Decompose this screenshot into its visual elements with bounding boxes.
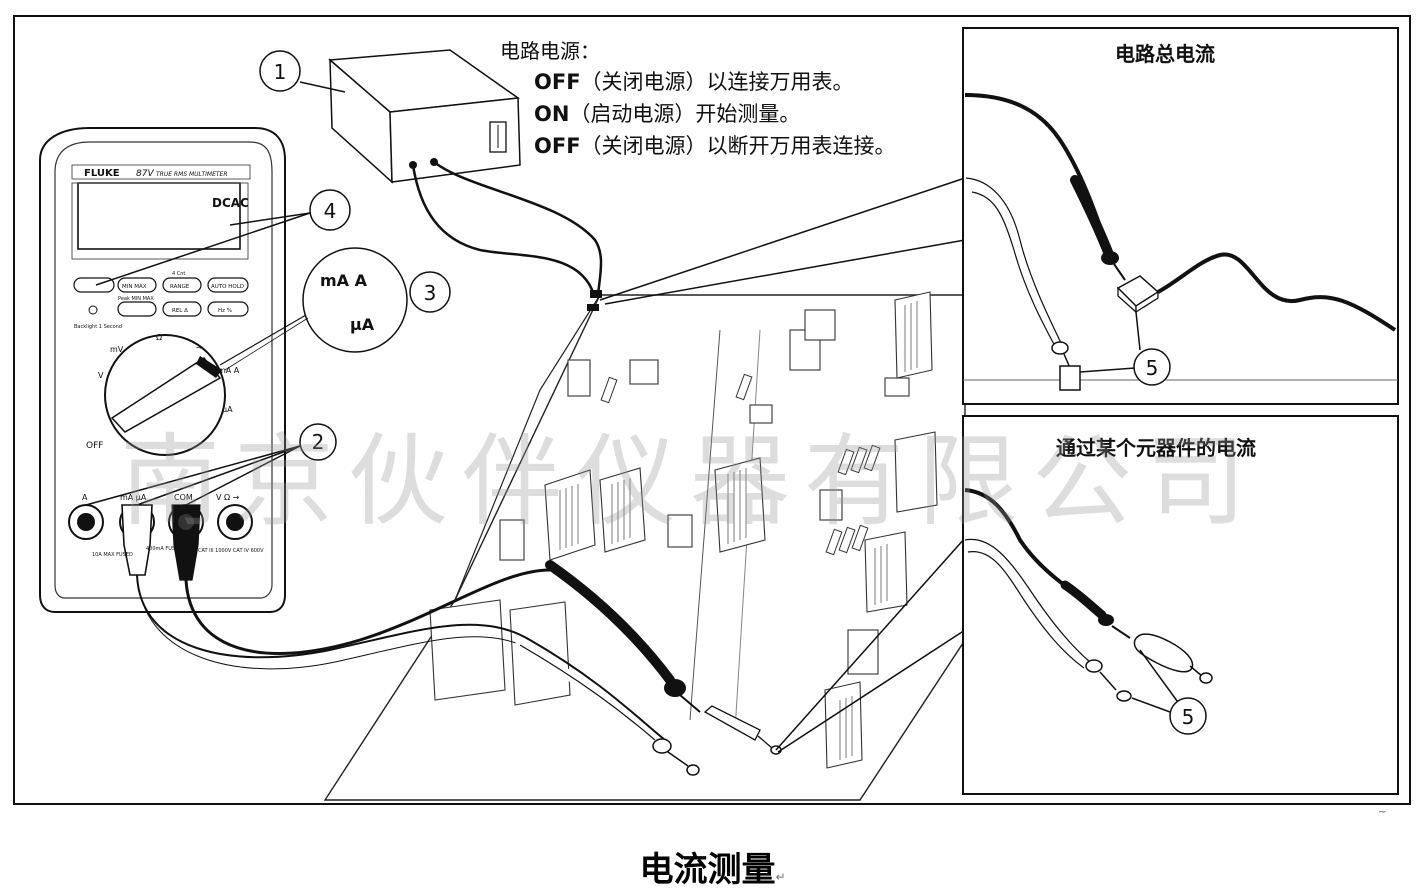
panel-total-current [962, 27, 1399, 405]
callout-4-label: 4 [324, 199, 337, 223]
multimeter [39, 127, 286, 613]
step-1-keyword: OFF [534, 70, 581, 94]
callout-3-label: 3 [424, 281, 437, 305]
callout-5b-label: 5 [1182, 705, 1195, 729]
meter-backlight-note: Backlight 1 Second [74, 324, 122, 330]
meter-btn-minmax: MIN MAX [122, 284, 147, 290]
instructions-header: 电路电源： [500, 39, 600, 63]
meter-dial-off: OFF [86, 441, 103, 451]
callout-5a [1133, 348, 1171, 386]
callout-1-label: 1 [274, 60, 287, 84]
meter-jack-com-label: COM [174, 493, 193, 502]
power-instructions: 电路电源： OFF（关闭电源）以连接万用表。 ON（启动电源）开始测量。 OFF… [500, 36, 896, 162]
meter-jack-a-label: A [82, 493, 88, 502]
meter-note-peak: Peak MIN MAX [118, 296, 154, 302]
meter-note-4count: 4 Cnt [172, 271, 185, 277]
meter-brand: FLUKE [84, 168, 120, 179]
meter-blank-button [73, 277, 115, 293]
meter-dial-ohm: Ω [156, 333, 162, 342]
meter-display-mode: DCAC [212, 196, 249, 210]
step-2-text: （启动电源）开始测量。 [569, 102, 801, 126]
meter-jack-v-label: V Ω → [216, 493, 240, 502]
meter-btn-autohold: AUTO HOLD [211, 284, 244, 290]
callout-2-label: 2 [312, 430, 325, 454]
meter-dial-v: V [98, 371, 104, 380]
panel-component-current [962, 415, 1399, 795]
callout-4 [309, 189, 351, 231]
step-1-text: （关闭电源）以连接万用表。 [580, 70, 854, 94]
callout-5a-label: 5 [1146, 356, 1159, 380]
meter-jack-ma-label: mA µA [120, 493, 147, 502]
callout-2 [299, 423, 337, 461]
meter-btn-range: RANGE [170, 284, 190, 290]
power-supply [328, 49, 521, 184]
switch-zoom-circle [302, 247, 408, 353]
meter-btn-hz: Hz % [218, 308, 232, 314]
step-3-keyword: OFF [534, 134, 581, 158]
switch-zoom-ma: mA A [320, 271, 368, 290]
instruction-step-2: ON（启动电源）开始测量。 [500, 98, 896, 130]
step-3-text: （关闭电源）以断开万用表连接。 [580, 134, 896, 158]
meter-dial-ua: µA [222, 405, 233, 414]
svg-text:~: ~ [1378, 807, 1386, 818]
callout-3 [409, 271, 451, 313]
meter-dial-diode: → [196, 343, 203, 352]
meter-model: 87V [136, 169, 154, 179]
meter-jack-note-400ma: 400mA FUSED [146, 546, 182, 552]
switch-zoom-ua: µA [350, 315, 375, 334]
figure-caption: 电流测量↵ [0, 842, 1425, 891]
callout-1 [259, 50, 301, 92]
meter-subtitle: TRUE RMS MULTIMETER [156, 171, 228, 178]
instruction-step-1: OFF（关闭电源）以连接万用表。 [500, 66, 896, 98]
caption-return-mark: ↵ [775, 870, 786, 884]
meter-dial-ma: mA A [218, 366, 240, 375]
meter-jack-note-10a: 10A MAX FUSED [92, 552, 133, 558]
panel-1-title: 电路总电流 [1115, 42, 1215, 66]
meter-dial-mv: mV [110, 345, 124, 354]
callout-5b [1169, 697, 1207, 735]
meter-jack-note-cat: CAT III 1000V CAT IV 600V [198, 548, 264, 554]
panel-2-title: 通过某个元器件的电流 [1056, 436, 1256, 460]
meter-btn-rel: REL Δ [172, 308, 188, 314]
caption-text: 电流测量 [639, 850, 776, 890]
instruction-step-3: OFF（关闭电源）以断开万用表连接。 [500, 130, 896, 162]
step-2-keyword: ON [534, 102, 570, 126]
